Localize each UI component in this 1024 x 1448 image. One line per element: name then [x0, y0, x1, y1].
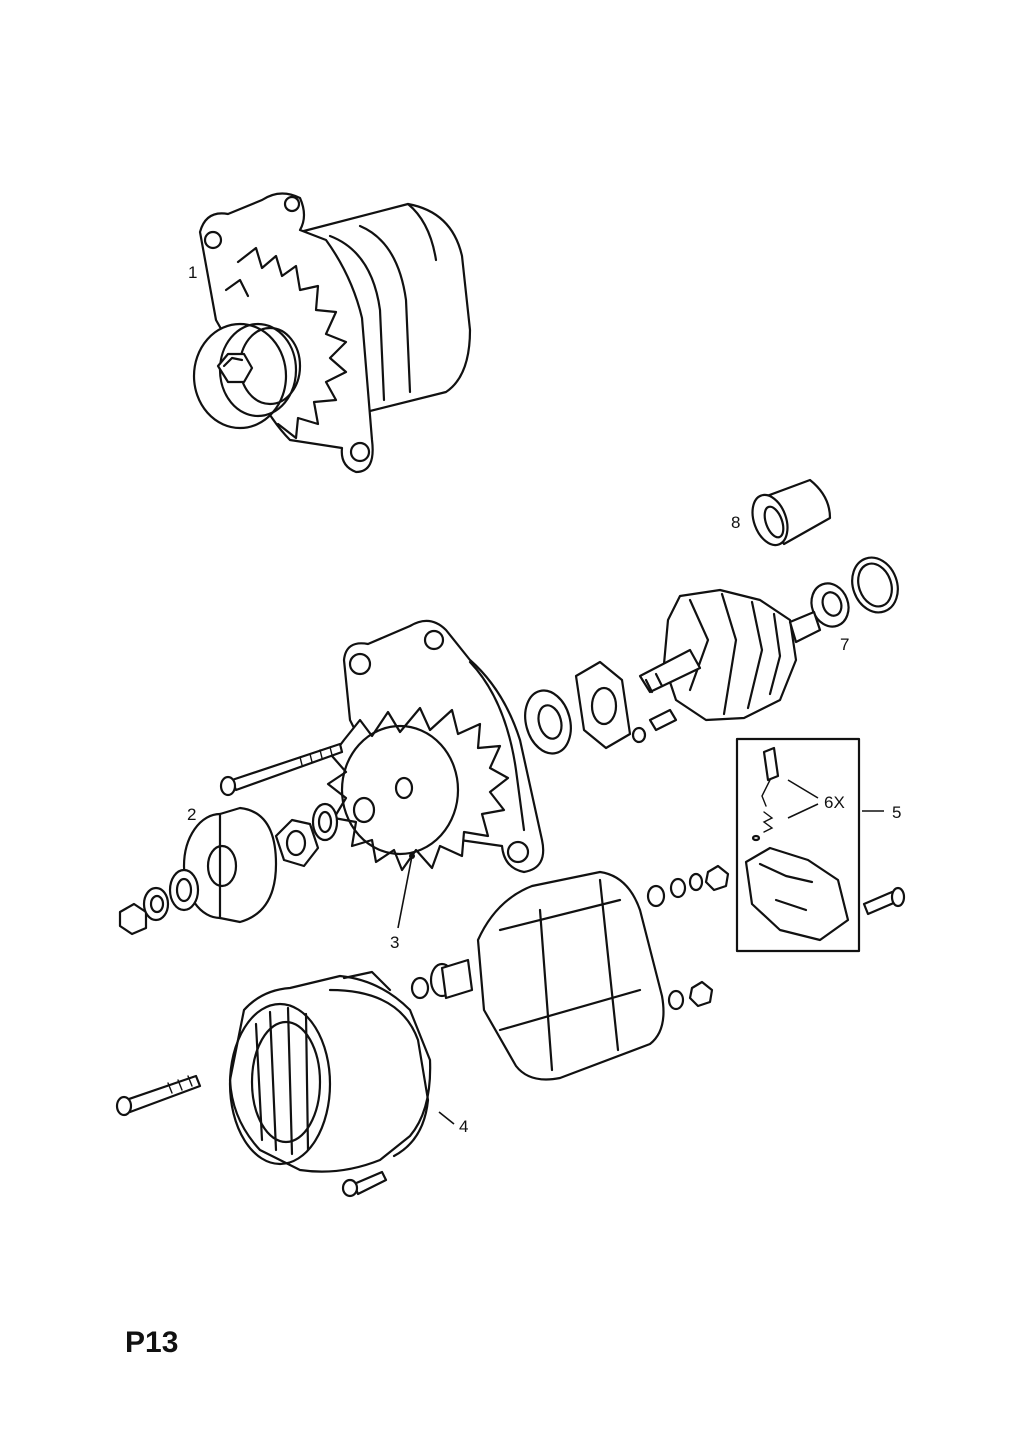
callout-1: 1 — [188, 263, 197, 282]
callout-2: 2 — [187, 805, 196, 824]
stator-bolt — [115, 1074, 202, 1117]
brush-holder-screw — [862, 886, 906, 916]
callout-7: 7 — [840, 635, 849, 654]
through-bolt — [219, 742, 344, 797]
callout-4: 4 — [459, 1117, 468, 1136]
callout-6x: 6X — [824, 793, 845, 812]
pulley — [182, 806, 278, 924]
fan — [326, 706, 510, 872]
alternator-assembly — [192, 192, 472, 474]
bearing-plate — [524, 660, 678, 755]
stator-rectifier — [228, 970, 432, 1173]
housing-small-parts — [410, 864, 730, 1011]
callout-8: 8 — [731, 513, 740, 532]
callout-3: 3 — [390, 933, 399, 952]
slip-ring-end-housing — [476, 870, 665, 1081]
leader-lines — [397, 779, 884, 1125]
rotor-assembly — [638, 556, 899, 722]
callout-5: 5 — [892, 803, 901, 822]
washers-front — [118, 802, 339, 936]
rectifier-screw — [341, 1170, 388, 1198]
page-code: P13 — [125, 1326, 178, 1359]
bush-sleeve — [751, 478, 832, 547]
brush-holder-inset — [735, 737, 861, 953]
